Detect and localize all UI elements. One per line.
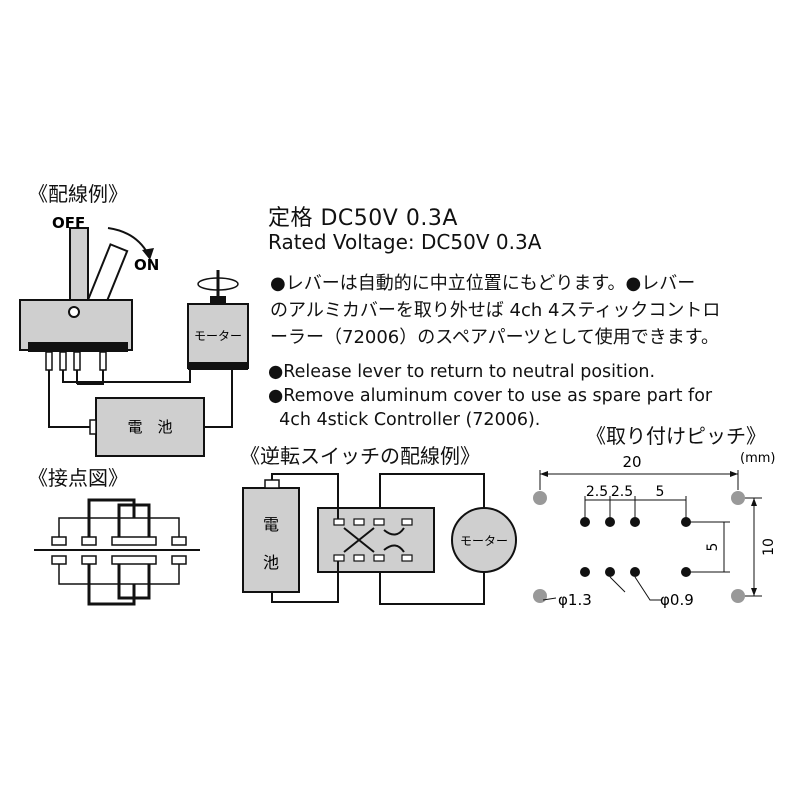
- switch-screw: [68, 306, 80, 318]
- phi-small-label: φ0.9: [660, 591, 694, 609]
- dim-10: 10: [761, 538, 777, 556]
- wiring: [48, 370, 233, 428]
- phi-large-label: φ1.3: [558, 591, 592, 609]
- battery-label: 電 池: [127, 418, 172, 436]
- reverse-wiring-diagram: [242, 473, 517, 605]
- pitch-title: 《取り付けピッチ》: [586, 424, 766, 448]
- dim-2-5-b: 2.5: [611, 484, 633, 500]
- reverse-switch: [317, 507, 435, 573]
- battery-label-top: 電: [263, 515, 279, 534]
- note-jp-line: のアルミカバーを取り外せば 4ch 4スティックコントロ: [270, 300, 721, 321]
- pitch-diagram: [533, 470, 762, 603]
- rating-en: Rated Voltage: DC50V 0.3A: [268, 230, 542, 254]
- battery: [89, 397, 205, 457]
- arrow-head-icon: [142, 248, 154, 260]
- rating-jp: 定格 DC50V 0.3A: [268, 206, 458, 231]
- switch-base: [28, 342, 128, 352]
- wiring-example-title: 《配線例》: [28, 182, 128, 206]
- motor-label-reverse: モーター: [460, 534, 508, 548]
- toggle-switch: [19, 227, 154, 371]
- battery-label-bottom: 池: [263, 553, 279, 572]
- lever-off-position: [69, 227, 89, 305]
- contact-diagram: [34, 498, 200, 606]
- note-jp-line: ●レバーは自動的に中立位置にもどります。●レバー: [270, 273, 696, 294]
- note-jp-line: ーラー（72006）のスペアパーツとして使用できます。: [270, 327, 719, 348]
- dim-20: 20: [622, 453, 641, 471]
- lever-on-position: [85, 243, 129, 310]
- dim-5-v: 5: [705, 543, 721, 552]
- note-en-line: 4ch 4stick Controller (72006).: [268, 410, 541, 430]
- battery-cell: [242, 487, 300, 593]
- notes-en: ●Release lever to return to neutral posi…: [268, 360, 712, 432]
- off-label: OFF: [52, 214, 85, 232]
- dim-2-5-a: 2.5: [586, 484, 608, 500]
- contact-diagram-title: 《接点図》: [28, 466, 128, 490]
- motor: [187, 270, 249, 370]
- note-en-line: ●Remove aluminum cover to use as spare p…: [268, 386, 713, 406]
- on-label: ON: [134, 256, 159, 274]
- rotation-arrow-icon: [197, 277, 239, 291]
- reverse-wiring-title: 《逆転スイッチの配線例》: [240, 444, 480, 468]
- notes-jp: ●レバーは自動的に中立位置にもどります。●レバー のアルミカバーを取り外せば 4…: [270, 270, 720, 351]
- dim-5-h: 5: [656, 484, 665, 500]
- unit-label: (mm): [740, 451, 775, 466]
- note-en-line: ●Release lever to return to neutral posi…: [268, 362, 656, 382]
- motor-label: モーター: [194, 329, 242, 343]
